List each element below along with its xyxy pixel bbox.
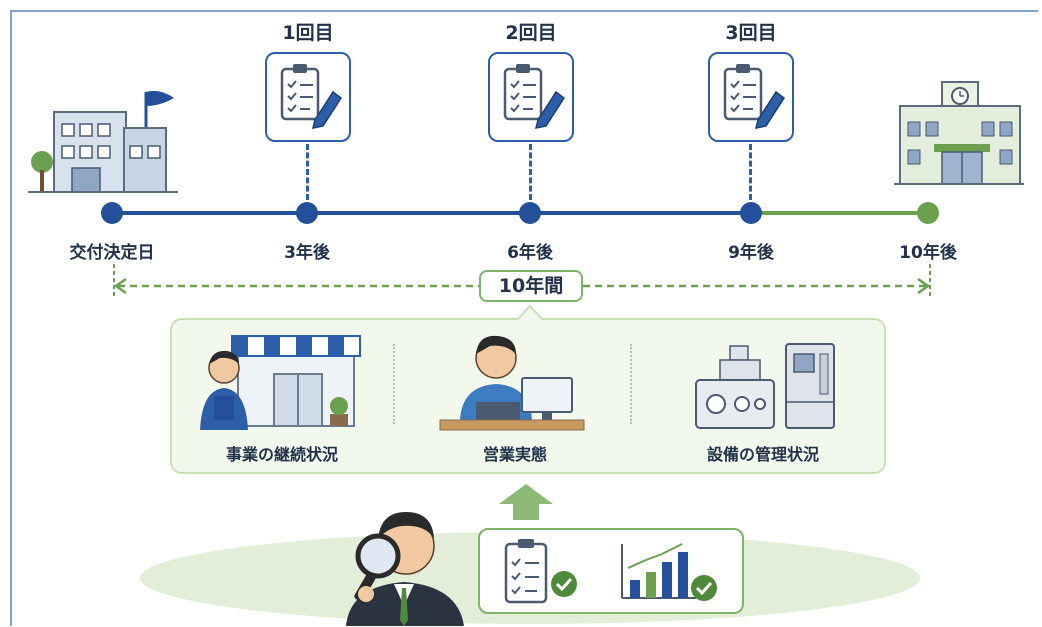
item-label-sales: 営業実態 [482, 445, 547, 464]
shop-owner-icon [200, 335, 361, 430]
frame-border [10, 10, 1038, 626]
clipboard-check-icon [504, 539, 577, 604]
up-arrow-icon [499, 484, 553, 520]
bar-chart-check-icon [621, 543, 717, 601]
timeline-dot-start [101, 202, 123, 224]
company-building-icon [28, 90, 178, 193]
office-worker-icon [439, 335, 585, 431]
timeline-dot-3y [296, 202, 318, 224]
panel-pointer [516, 304, 544, 321]
timeline-dot-10y [917, 202, 939, 224]
timeline-label-start: 交付決定日 [69, 243, 155, 263]
connector-line-3 [749, 144, 752, 200]
timeline-label-10y: 10年後 [899, 243, 957, 263]
panel-divider-1 [393, 344, 395, 424]
connector-line-1 [306, 144, 309, 200]
panel-divider-2 [630, 344, 632, 424]
item-label-equipment: 設備の管理状況 [706, 445, 819, 464]
clipboard-pencil-icon [503, 64, 566, 129]
timeline-dot-6y [519, 202, 541, 224]
visit-label-3: 3回目 [725, 22, 777, 44]
visit-label-2: 2回目 [505, 22, 557, 44]
period-badge: 10年間 [479, 270, 583, 302]
timeline-label-6y: 6年後 [507, 243, 553, 263]
connector-line-2 [529, 144, 532, 200]
clipboard-pencil-icon [723, 64, 786, 129]
timeline-label-3y: 3年後 [284, 243, 330, 263]
item-label-business: 事業の継続状況 [225, 445, 338, 464]
inspector-magnifier-icon [346, 512, 464, 626]
clipboard-pencil-icon [280, 64, 343, 129]
timeline-label-9y: 9年後 [728, 243, 774, 263]
visit-label-1: 1回目 [282, 22, 334, 44]
timeline-dot-9y [740, 202, 762, 224]
equipment-icon [695, 343, 835, 429]
school-building-icon [894, 81, 1024, 185]
